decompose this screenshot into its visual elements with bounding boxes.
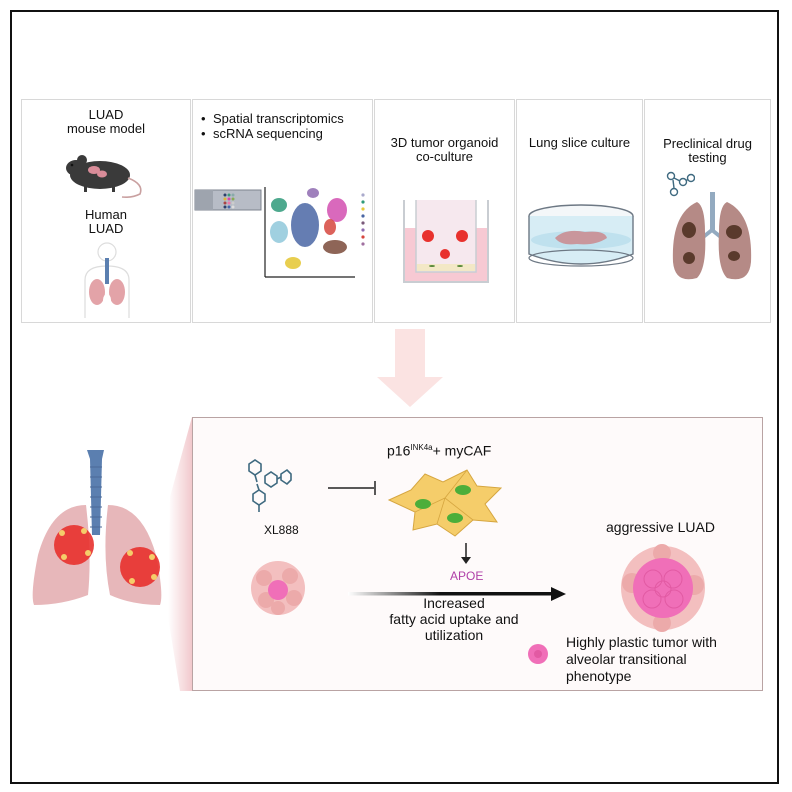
panel-models-title-1: LUAD [88, 107, 124, 122]
drug-molecule-icon [666, 171, 695, 197]
process-label-1: Increased [423, 595, 485, 611]
mouse-icon [66, 155, 142, 198]
early-tumor-icon [251, 561, 305, 615]
zoom-wedge [168, 417, 193, 691]
drug-label: XL888 [264, 523, 299, 537]
progression-arrow-icon [348, 587, 566, 601]
panel-models: LUAD mouse model Human LUAD [21, 99, 191, 323]
panel-models-title-2: mouse model [66, 121, 146, 136]
process-label-2: fatty acid uptake and [389, 611, 519, 627]
human-body-icon [84, 242, 130, 318]
panel-drug-testing: Preclinical drug testing [644, 99, 771, 323]
apoe-label: APOE [450, 569, 484, 583]
legend-line-2: alveolar transitional [566, 651, 687, 667]
caf-label: p16INK4a+ myCAF [387, 442, 492, 459]
diseased-lungs-icon [672, 192, 752, 280]
panel-drug-title-2: testing [688, 150, 727, 165]
bullet-spatial: •Spatial transcriptomics [201, 111, 344, 126]
legend-line-1: Highly plastic tumor with [566, 634, 717, 650]
legend-line-3: phenotype [566, 668, 632, 684]
aggressive-tumor-icon [621, 544, 705, 632]
mycaf-cells-icon [387, 469, 503, 537]
panel-human-title-1: Human [85, 207, 127, 222]
panel-lung-slice-title: Lung slice culture [528, 135, 631, 150]
panel-drug-title-1: Preclinical drug [663, 136, 752, 151]
flow-down-arrow-icon [377, 329, 443, 407]
transwell-icon [403, 200, 489, 283]
panel-organoid-title-2: co-culture [415, 149, 474, 164]
lungs-tumor-icon [32, 450, 162, 605]
bullet-scrna: •scRNA sequencing [201, 126, 323, 141]
panel-omics: •Spatial transcriptomics •scRNA sequenci… [192, 99, 373, 323]
down-arrow-icon [461, 543, 471, 564]
umap-plot-icon [264, 187, 365, 278]
xl888-molecule-icon [248, 459, 292, 512]
plastic-tumor-cell-icon [528, 644, 548, 664]
spatial-slide-icon [194, 189, 262, 211]
mechanism-panel: XL888 p16INK4a+ myCAF APOE Increased fat… [192, 417, 763, 691]
outcome-label: aggressive LUAD [606, 519, 715, 535]
panel-organoid: 3D tumor organoid co-culture [374, 99, 515, 323]
panel-organoid-title-1: 3D tumor organoid [390, 135, 499, 150]
inhibition-arrow-icon [328, 481, 376, 495]
panel-human-title-2: LUAD [88, 221, 124, 236]
panel-lung-slice: Lung slice culture [516, 99, 643, 323]
petri-dish-icon [528, 204, 634, 267]
process-label-3: utilization [424, 627, 484, 643]
